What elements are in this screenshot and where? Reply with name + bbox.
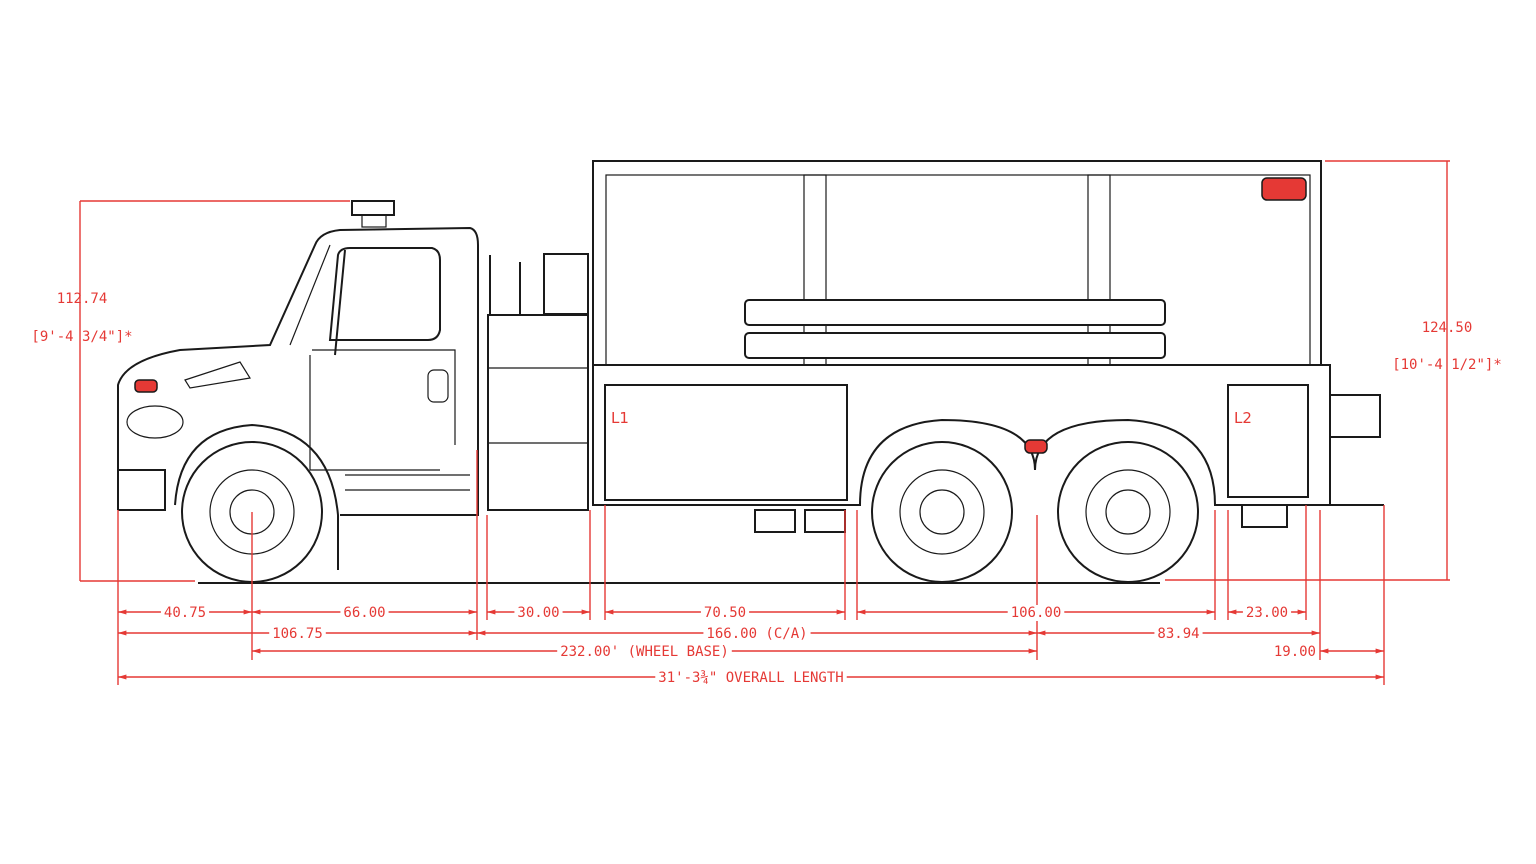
cab-height-imperial: [9'-4 3/4"]* (31, 329, 132, 345)
hose-tube (744, 299, 1166, 326)
rear-wheel-2 (1057, 441, 1199, 583)
compartment-label-l1: L1 (611, 409, 629, 427)
dimension-label: 31'-3¾" OVERALL LENGTH (658, 670, 843, 686)
side-marker-light (1024, 439, 1048, 454)
rear-light (1261, 177, 1307, 201)
dimension-label-background (1242, 605, 1292, 621)
dimension-label: 106.75 (272, 626, 323, 642)
dimension-label: 40.75 (164, 605, 206, 621)
dimension-label: 19.00 (1274, 644, 1316, 660)
compartment-l1 (604, 384, 848, 501)
compartment-l2 (1227, 384, 1309, 498)
cab (117, 200, 479, 570)
rear-wheel-1 (871, 441, 1013, 583)
dimension-labels: 40.75 66.00 30.00 70.50 106.00 23.00 106.75 166… (117, 605, 1385, 686)
headlight (126, 405, 184, 439)
dimension-label-background (269, 626, 326, 642)
tanker-body: L1 L2 (592, 160, 1384, 533)
truck-outline: L1 L2 (117, 160, 1384, 584)
cab-height: 112.74 (57, 291, 108, 307)
dimension-label: 106.00 (1011, 605, 1062, 621)
dimension-label-background (655, 670, 847, 686)
dimension-label-background (700, 605, 750, 621)
body-height: 124.50 (1422, 320, 1473, 336)
pump-panel (487, 253, 589, 511)
dimension-label-background (340, 605, 389, 621)
hitch (1241, 504, 1288, 528)
dimension-label-background (1007, 605, 1065, 621)
body-height-imperial: [10'-4 1/2"]* (1392, 357, 1502, 373)
step (754, 509, 796, 533)
hose-tube (744, 332, 1166, 359)
rear-equipment (1329, 394, 1381, 438)
dimension-label: 166.00 (C/A) (706, 626, 807, 642)
marker-light (134, 379, 158, 393)
dimension-label-background (557, 644, 732, 660)
dimension-label-background (160, 605, 210, 621)
dimension-label-background (703, 626, 811, 642)
dimension-lines: 112.74 [9'-4 3/4"]* 124.50 [10'-4 1/2"]* (31, 160, 1502, 685)
dimension-label-background (514, 605, 563, 621)
dimension-label: 232.00' (WHEEL BASE) (560, 644, 729, 660)
dimension-label: 83.94 (1157, 626, 1199, 642)
compartment-label-l2: L2 (1234, 409, 1252, 427)
dimension-label: 23.00 (1246, 605, 1288, 621)
step (804, 509, 846, 533)
dimension-label: 70.50 (704, 605, 746, 621)
light-bar (351, 200, 395, 216)
dimension-label-background (1154, 626, 1203, 642)
dimension-label-background (1270, 644, 1319, 660)
door-handle (427, 369, 449, 403)
dimension-label: 30.00 (517, 605, 559, 621)
dimension-label: 66.00 (343, 605, 385, 621)
